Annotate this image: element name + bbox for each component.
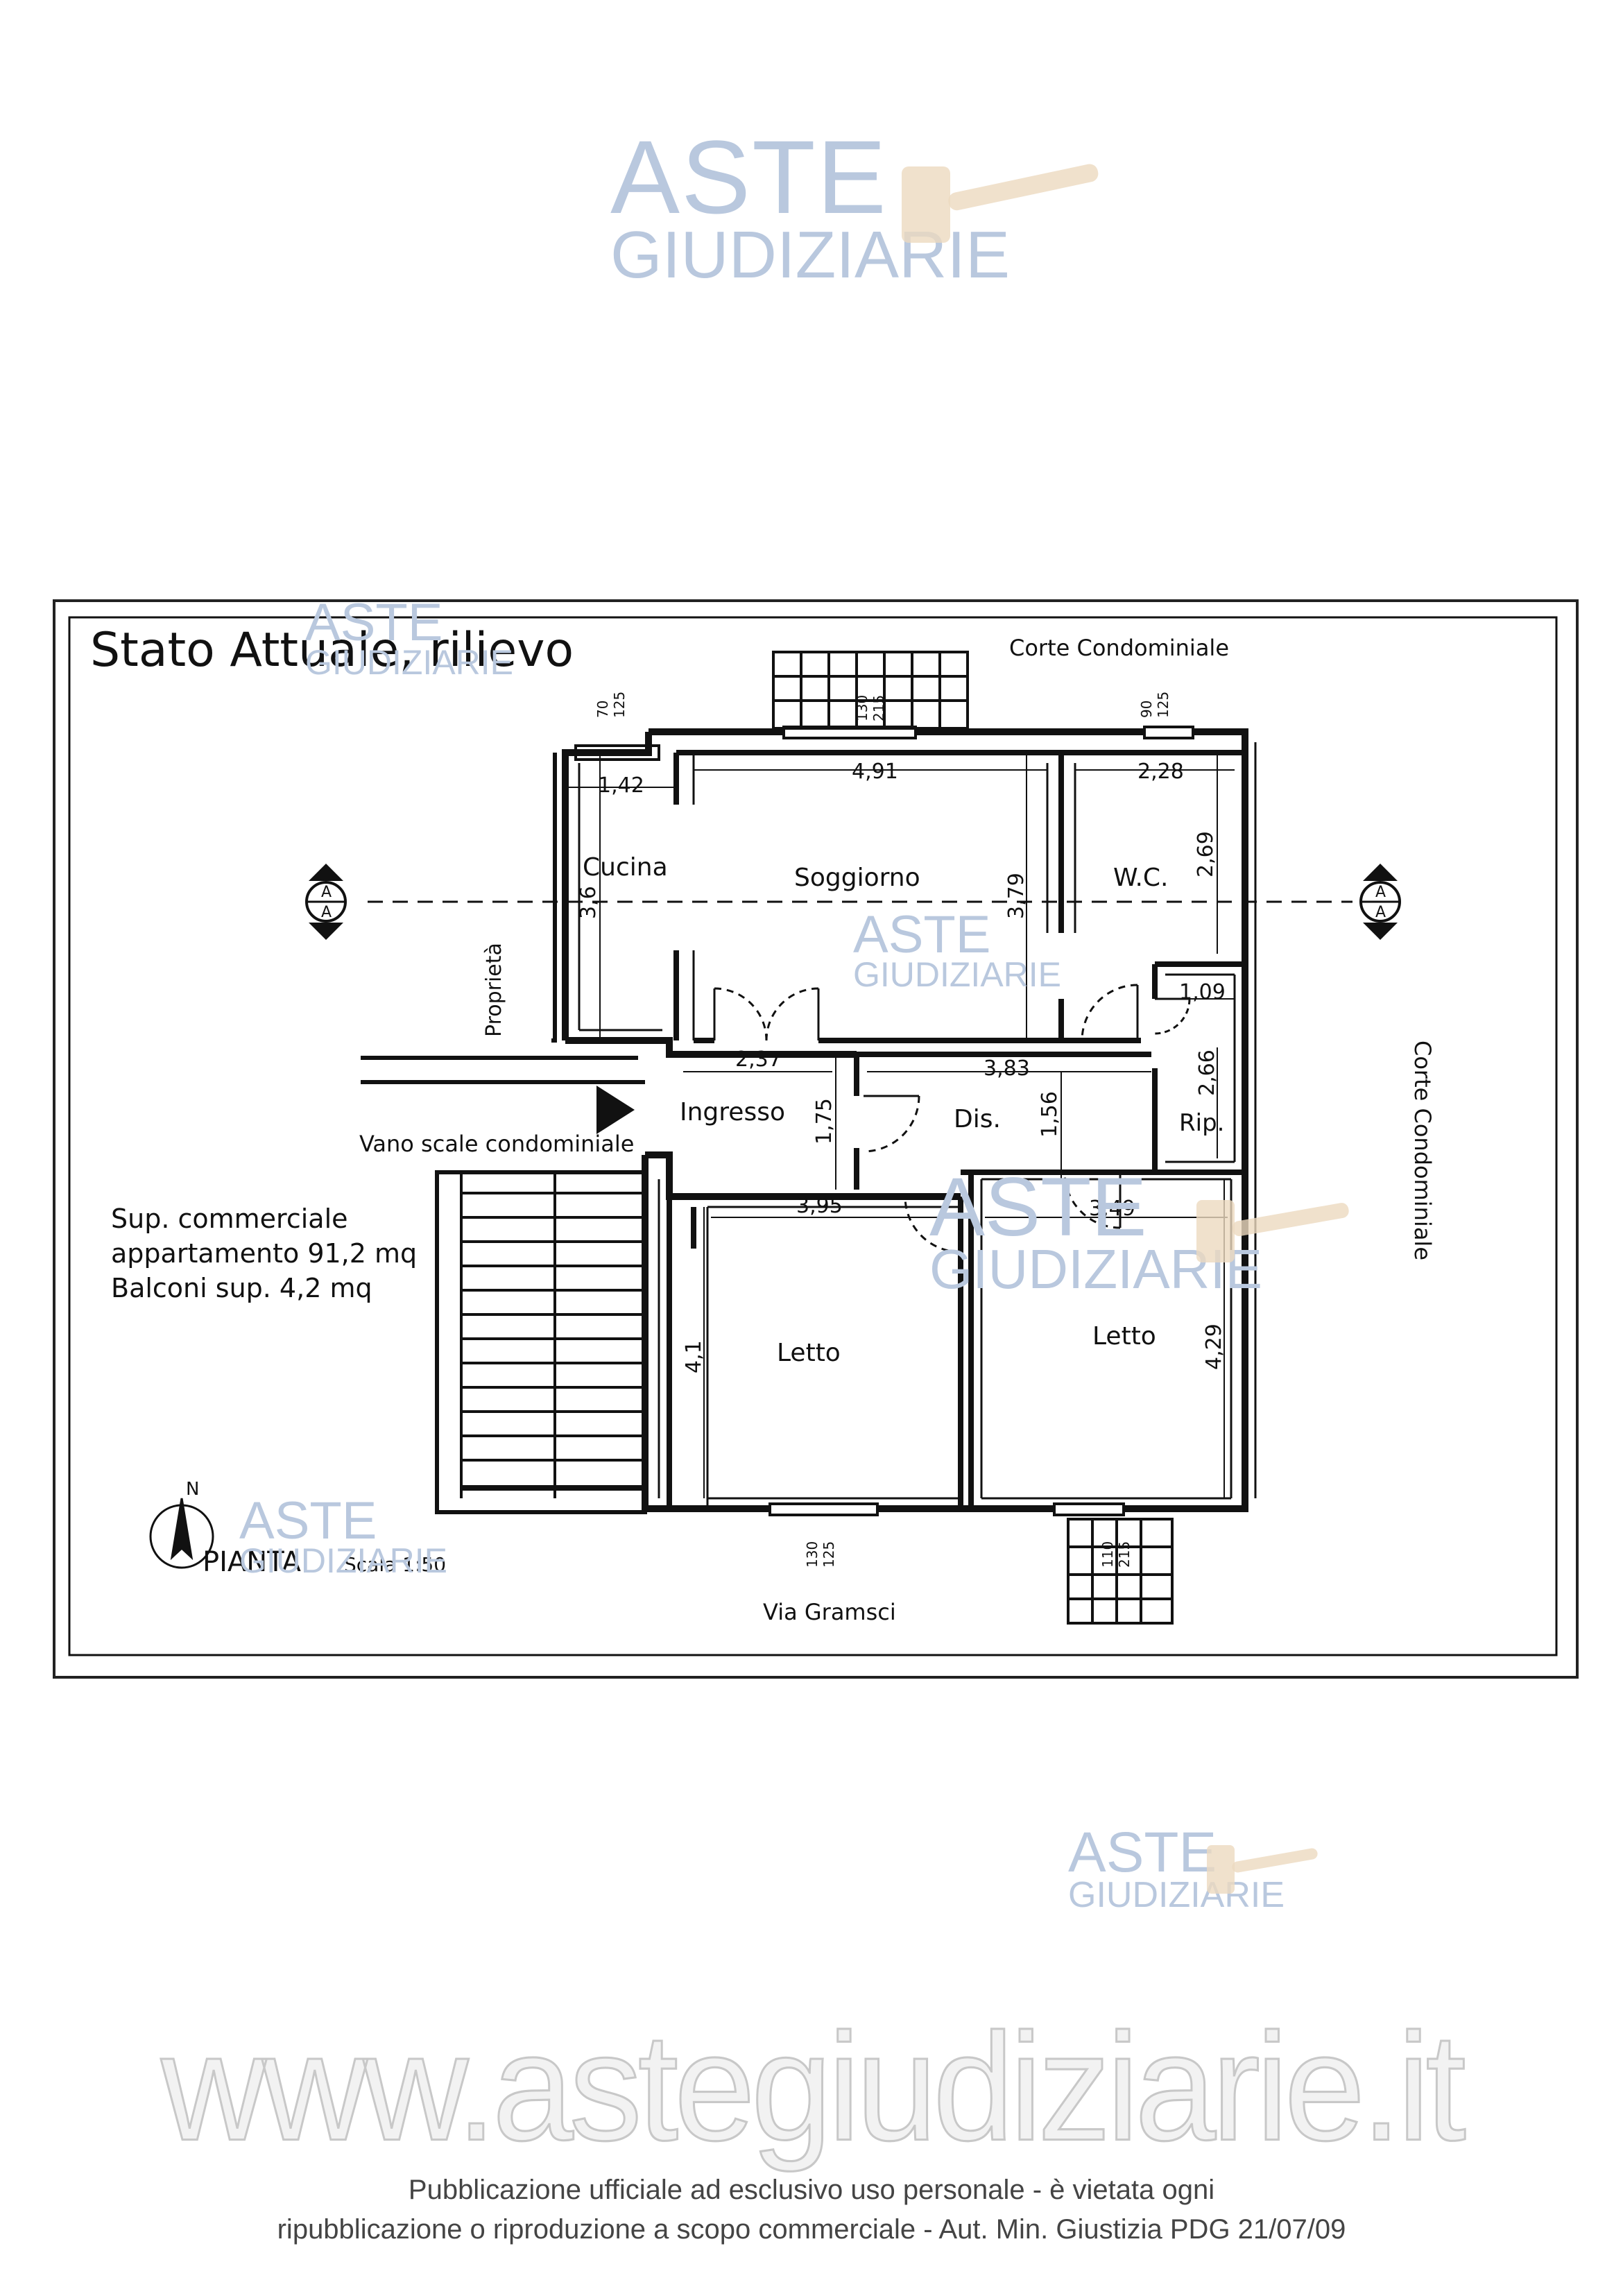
surface-line-1: Sup. commerciale (111, 1203, 348, 1234)
section-label-left-top: A (321, 884, 332, 901)
dim-wc-w: 2,28 (1137, 760, 1184, 784)
wall-inner-lines (578, 742, 1257, 1509)
label-vano-scale: Vano scale condominiale (359, 1131, 634, 1157)
room-rip: Rip. (1179, 1109, 1224, 1137)
label-via: Via Gramsci (763, 1599, 896, 1625)
dim-ingresso-w: 2,37 (735, 1047, 782, 1072)
section-label-left-bottom: A (321, 904, 332, 921)
scale-label: Scala 1:50 (344, 1553, 446, 1576)
dim-wc-h: 2,69 (1194, 831, 1218, 877)
drawing-frame (53, 599, 1579, 1679)
watermark-plan-4: ASTE GIUDIZIARIE (239, 1491, 448, 1580)
win-wc-2: 125 (1155, 692, 1171, 718)
north-arrow-icon (149, 1498, 214, 1569)
notice-line-1: Pubblicazione ufficiale ad esclusivo uso… (408, 2175, 1215, 2205)
interior-walls (667, 750, 1248, 1509)
balcony-bottom (1067, 1518, 1174, 1625)
site-url: www.astegiudiziarie.it (160, 2001, 1468, 2174)
room-letto-1: Letto (777, 1339, 841, 1367)
gavel-icon (1196, 1200, 1349, 1262)
room-soggiorno: Soggiorno (794, 864, 920, 892)
room-letto-2: Letto (1092, 1322, 1156, 1351)
room-dis: Dis. (954, 1105, 1001, 1133)
win-soggiorno-2: 215 (870, 695, 887, 721)
win-wc-1: 90 (1138, 701, 1155, 718)
dim-cucina-h: 3,6 (576, 886, 601, 919)
dim-letto1-w: 3,95 (796, 1194, 843, 1218)
dim-dis-h: 1,56 (1038, 1091, 1062, 1138)
room-cucina: Cucina (583, 853, 668, 882)
gavel-icon (1207, 1845, 1318, 1894)
room-wc: W.C. (1113, 864, 1169, 892)
dim-rip-w: 1,09 (1179, 980, 1226, 1004)
win-cucina-1: 70 (594, 701, 611, 718)
win-soggiorno-1: 130 (854, 695, 870, 721)
notice-line-2: ripubblicazione o riproduzione a scopo c… (277, 2214, 1346, 2245)
dim-cucina-w: 1,42 (598, 773, 644, 798)
win-letto1-1: 130 (804, 1541, 821, 1568)
room-ingresso: Ingresso (680, 1098, 785, 1126)
plan-title: Stato Attuale, rilievo (90, 623, 574, 678)
dim-soggiorno-w: 4,91 (852, 760, 898, 784)
win-letto1-2: 125 (821, 1541, 837, 1568)
entrance-arrow-icon (596, 1086, 635, 1134)
section-label-right-bottom: A (1375, 904, 1386, 921)
win-cucina-2: 125 (611, 692, 628, 718)
balcony-top (772, 651, 969, 730)
section-marker-left (305, 864, 347, 940)
dim-rip-h: 2,66 (1195, 1050, 1219, 1096)
watermark-plan-1: ASTE GIUDIZIARIE (305, 593, 514, 682)
dim-dis-w: 3,83 (984, 1056, 1030, 1081)
dim-ingresso-h: 1,75 (812, 1098, 836, 1145)
pianta-label: PIANTA (203, 1546, 302, 1578)
dim-letto1-h: 4,1 (682, 1340, 706, 1373)
watermark-plan-2: ASTE GIUDIZIARIE (853, 905, 1062, 994)
doors (713, 984, 1191, 1253)
dim-letto2-w: 3,49 (1089, 1197, 1135, 1221)
surface-line-3: Balconi sup. 4,2 mq (111, 1273, 372, 1303)
property-boundary (361, 753, 645, 1084)
gavel-icon (902, 164, 1099, 243)
section-label-right-top: A (1375, 884, 1386, 901)
inner-frame (68, 616, 1558, 1656)
north-label: N (186, 1479, 199, 1500)
label-proprieta: Proprietà (482, 943, 506, 1037)
section-marker-right (1359, 864, 1401, 940)
surface-line-2: appartamento 91,2 mq (111, 1238, 417, 1269)
win-letto2-1: 110 (1099, 1541, 1116, 1568)
dim-soggiorno-h: 3,79 (1004, 873, 1029, 919)
watermark-logo-bottom: ASTE GIUDIZIARIE (1068, 1821, 1285, 1915)
win-letto2-2: 215 (1116, 1541, 1133, 1568)
label-corte-right: Corte Condominiale (1409, 1040, 1436, 1260)
dim-letto2-h: 4,29 (1202, 1323, 1226, 1370)
stairwell (435, 1170, 647, 1514)
watermark-aste: ASTE (610, 119, 888, 235)
label-corte-top: Corte Condominiale (1009, 635, 1229, 661)
